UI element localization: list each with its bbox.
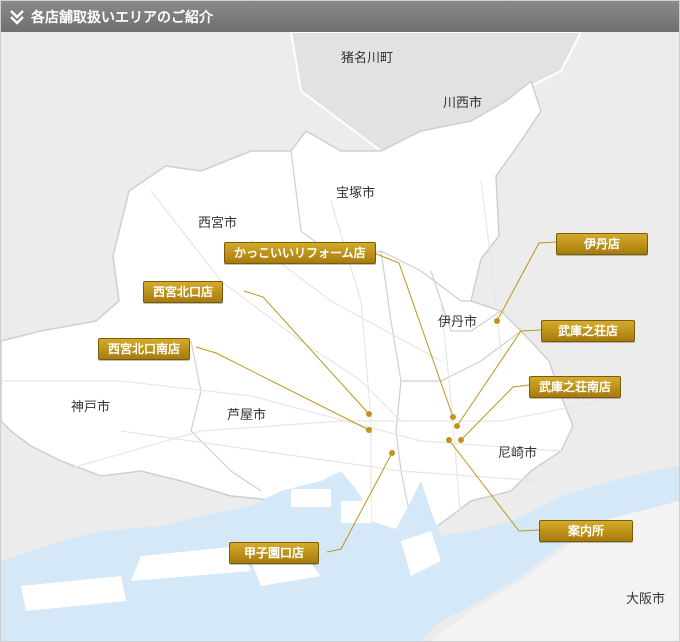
store-kakkoii-reform[interactable]: かっこいいリフォーム店: [224, 242, 376, 264]
city-label-nishinomiya: 西宮市: [198, 215, 237, 231]
store-mukonoso-minami[interactable]: 武庫之荘南店: [529, 376, 622, 398]
city-label-inagawa: 猪名川町: [341, 50, 393, 66]
panel-title: 各店舗取扱いエリアのご紹介: [31, 9, 213, 26]
city-label-itami: 伊丹市: [438, 314, 477, 330]
city-label-osaka: 大阪市: [626, 591, 665, 607]
store-markers: [366, 318, 500, 456]
osaka-bay: [1, 466, 679, 641]
store-itami[interactable]: 伊丹店: [556, 233, 649, 255]
store-nishinomiya-kitaguchi[interactable]: 西宮北口店: [143, 281, 224, 303]
panel-header: 各店舗取扱いエリアのご紹介: [1, 1, 679, 32]
store-mukonoso[interactable]: 武庫之荘店: [541, 320, 636, 342]
city-label-kawanishi: 川西市: [443, 95, 482, 111]
store-nishinomiya-kitaguchi-minami[interactable]: 西宮北口南店: [98, 338, 191, 360]
city-label-amagasaki: 尼崎市: [498, 445, 537, 461]
store-annaijo[interactable]: 案内所: [539, 520, 634, 542]
double-chevron-down-icon: [7, 7, 27, 27]
city-label-kobe: 神戸市: [71, 399, 110, 415]
city-label-takarazuka: 宝塚市: [336, 185, 375, 201]
store-koshien-guchi[interactable]: 甲子園口店: [229, 542, 320, 564]
city-label-ashiya: 芦屋市: [227, 407, 266, 423]
leader-lines: [195, 241, 557, 553]
